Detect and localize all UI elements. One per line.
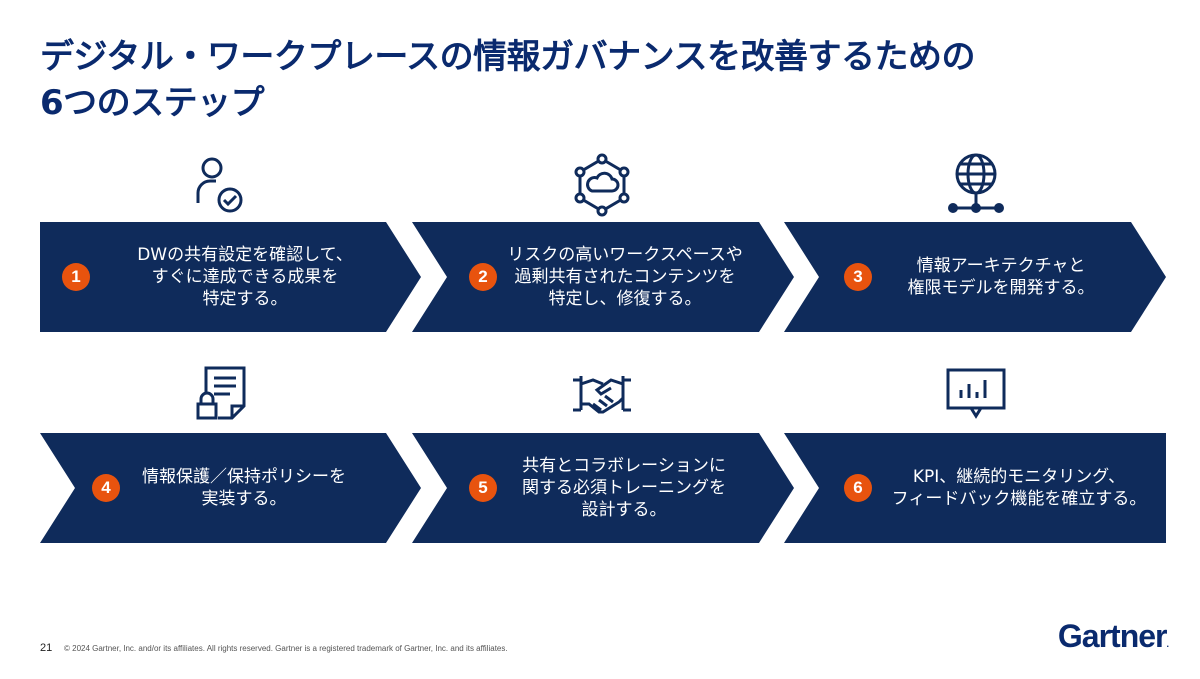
step-6-line-2: フィードバック機能を確立する。 bbox=[891, 489, 1147, 509]
logo-text: Gartner bbox=[1057, 618, 1168, 654]
step-1: 1 DWの共有設定を確認して、 すぐに達成できる成果を 特定する。 bbox=[40, 222, 421, 332]
step-6-text: KPI、継続的モニタリング、 フィードバック機能を確立する。 bbox=[879, 433, 1159, 543]
step-1-text: DWの共有設定を確認して、 すぐに達成できる成果を 特定する。 bbox=[110, 222, 380, 332]
step-3: 3 情報アーキテクチャと 権限モデルを開発する。 bbox=[784, 222, 1166, 332]
step-3-text: 情報アーキテクチャと 権限モデルを開発する。 bbox=[876, 222, 1126, 332]
step-1-line-2: すぐに達成できる成果を bbox=[151, 267, 339, 287]
step-5: 5 共有とコラボレーションに 関する必須トレーニングを 設計する。 bbox=[412, 433, 794, 543]
step-5-text: 共有とコラボレーションに 関する必須トレーニングを 設計する。 bbox=[504, 433, 744, 543]
step-4-text: 情報保護／保持ポリシーを 実装する。 bbox=[124, 433, 364, 543]
step-2-text: リスクの高いワークスペースや 過剰共有されたコンテンツを 特定し、修復する。 bbox=[500, 222, 750, 332]
step-3-arrow-shape bbox=[784, 222, 1166, 332]
cloud-network-icon bbox=[569, 153, 635, 219]
step-6-badge: 6 bbox=[844, 474, 872, 502]
locked-document-icon bbox=[190, 362, 256, 428]
step-3-badge: 3 bbox=[844, 263, 872, 291]
title-line-2: 6つのステップ bbox=[40, 83, 265, 123]
chart-board-icon bbox=[943, 362, 1009, 428]
page-title: デジタル・ワークプレースの情報ガバナンスを改善するための 6つのステップ bbox=[40, 34, 1160, 126]
page-number: 21 bbox=[40, 642, 53, 654]
user-check-icon bbox=[190, 153, 256, 219]
copyright-notice: © 2024 Gartner, Inc. and/or its affiliat… bbox=[64, 644, 508, 653]
step-6-arrow-shape bbox=[784, 433, 1166, 543]
step-4-line-1: 情報保護／保持ポリシーを bbox=[142, 467, 346, 487]
step-2-arrow-shape bbox=[412, 222, 794, 332]
step-2-line-1: リスクの高いワークスペースや bbox=[507, 245, 743, 265]
step-3-line-2: 権限モデルを開発する。 bbox=[907, 278, 1095, 298]
handshake-icon bbox=[569, 366, 635, 432]
step-5-badge: 5 bbox=[469, 474, 497, 502]
step-5-arrow-shape bbox=[412, 433, 794, 543]
step-5-line-1: 共有とコラボレーションに bbox=[522, 456, 726, 476]
step-4: 4 情報保護／保持ポリシーを 実装する。 bbox=[40, 433, 421, 543]
step-2-line-3: 特定し、修復する。 bbox=[548, 289, 702, 309]
step-1-arrow-shape bbox=[40, 222, 421, 332]
step-6-line-1: KPI、継続的モニタリング、 bbox=[912, 467, 1126, 487]
step-6: 6 KPI、継続的モニタリング、 フィードバック機能を確立する。 bbox=[784, 433, 1166, 543]
step-3-line-1: 情報アーキテクチャと bbox=[916, 256, 1086, 276]
step-1-badge: 1 bbox=[62, 263, 90, 291]
step-1-line-3: 特定する。 bbox=[202, 289, 288, 309]
step-5-line-3: 設計する。 bbox=[581, 500, 667, 520]
step-2-badge: 2 bbox=[469, 263, 497, 291]
title-line-1: デジタル・ワークプレースの情報ガバナンスを改善するための bbox=[40, 37, 975, 77]
logo-mark: . bbox=[1166, 639, 1168, 649]
step-5-line-2: 関する必須トレーニングを bbox=[522, 478, 726, 498]
gartner-logo: Gartner. bbox=[1057, 618, 1169, 655]
globe-network-icon bbox=[943, 150, 1009, 216]
step-4-line-2: 実装する。 bbox=[201, 489, 287, 509]
step-4-arrow-shape bbox=[40, 433, 421, 543]
step-4-badge: 4 bbox=[92, 474, 120, 502]
step-2: 2 リスクの高いワークスペースや 過剰共有されたコンテンツを 特定し、修復する。 bbox=[412, 222, 794, 332]
step-1-line-1: DWの共有設定を確認して、 bbox=[137, 245, 353, 265]
step-2-line-2: 過剰共有されたコンテンツを bbox=[514, 267, 736, 287]
